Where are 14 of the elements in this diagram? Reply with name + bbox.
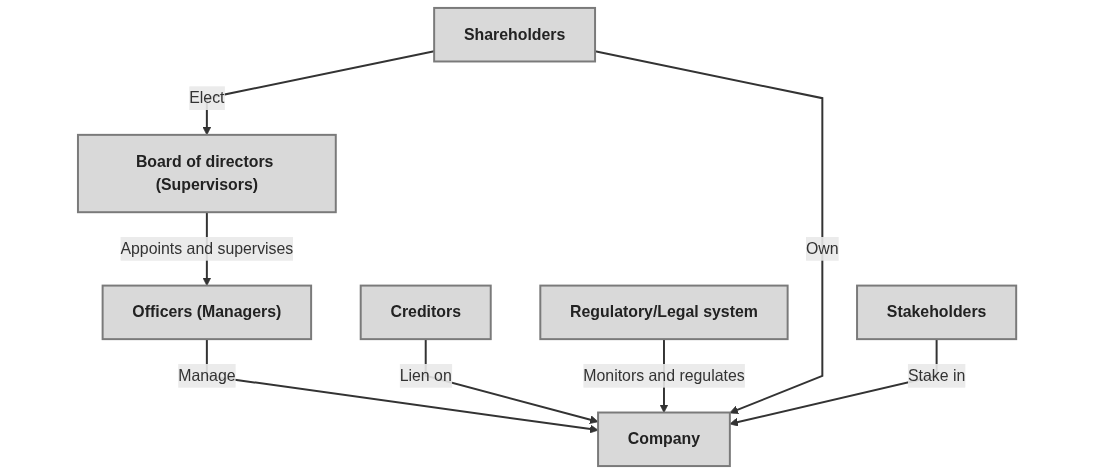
edge-label: Appoints and supervises [120, 239, 294, 257]
edge-label: Stake in [907, 366, 966, 384]
node-box: Officers (Managers) [101, 284, 313, 341]
node-box: Stakeholders [856, 284, 1018, 341]
edge-label: Manage [178, 366, 236, 384]
edge-label: Monitors and regulates [583, 366, 745, 384]
node-box: Shareholders [433, 6, 596, 63]
edge-label: Lien on [399, 366, 452, 384]
node-box: Creditors [359, 284, 492, 341]
edge-label: Elect [189, 89, 225, 107]
edge-label: Own [805, 239, 839, 257]
node-box: Board of directors (Supervisors) [76, 133, 337, 214]
node-box: Company [597, 411, 731, 468]
node-box: Regulatory/Legal system [539, 284, 789, 341]
